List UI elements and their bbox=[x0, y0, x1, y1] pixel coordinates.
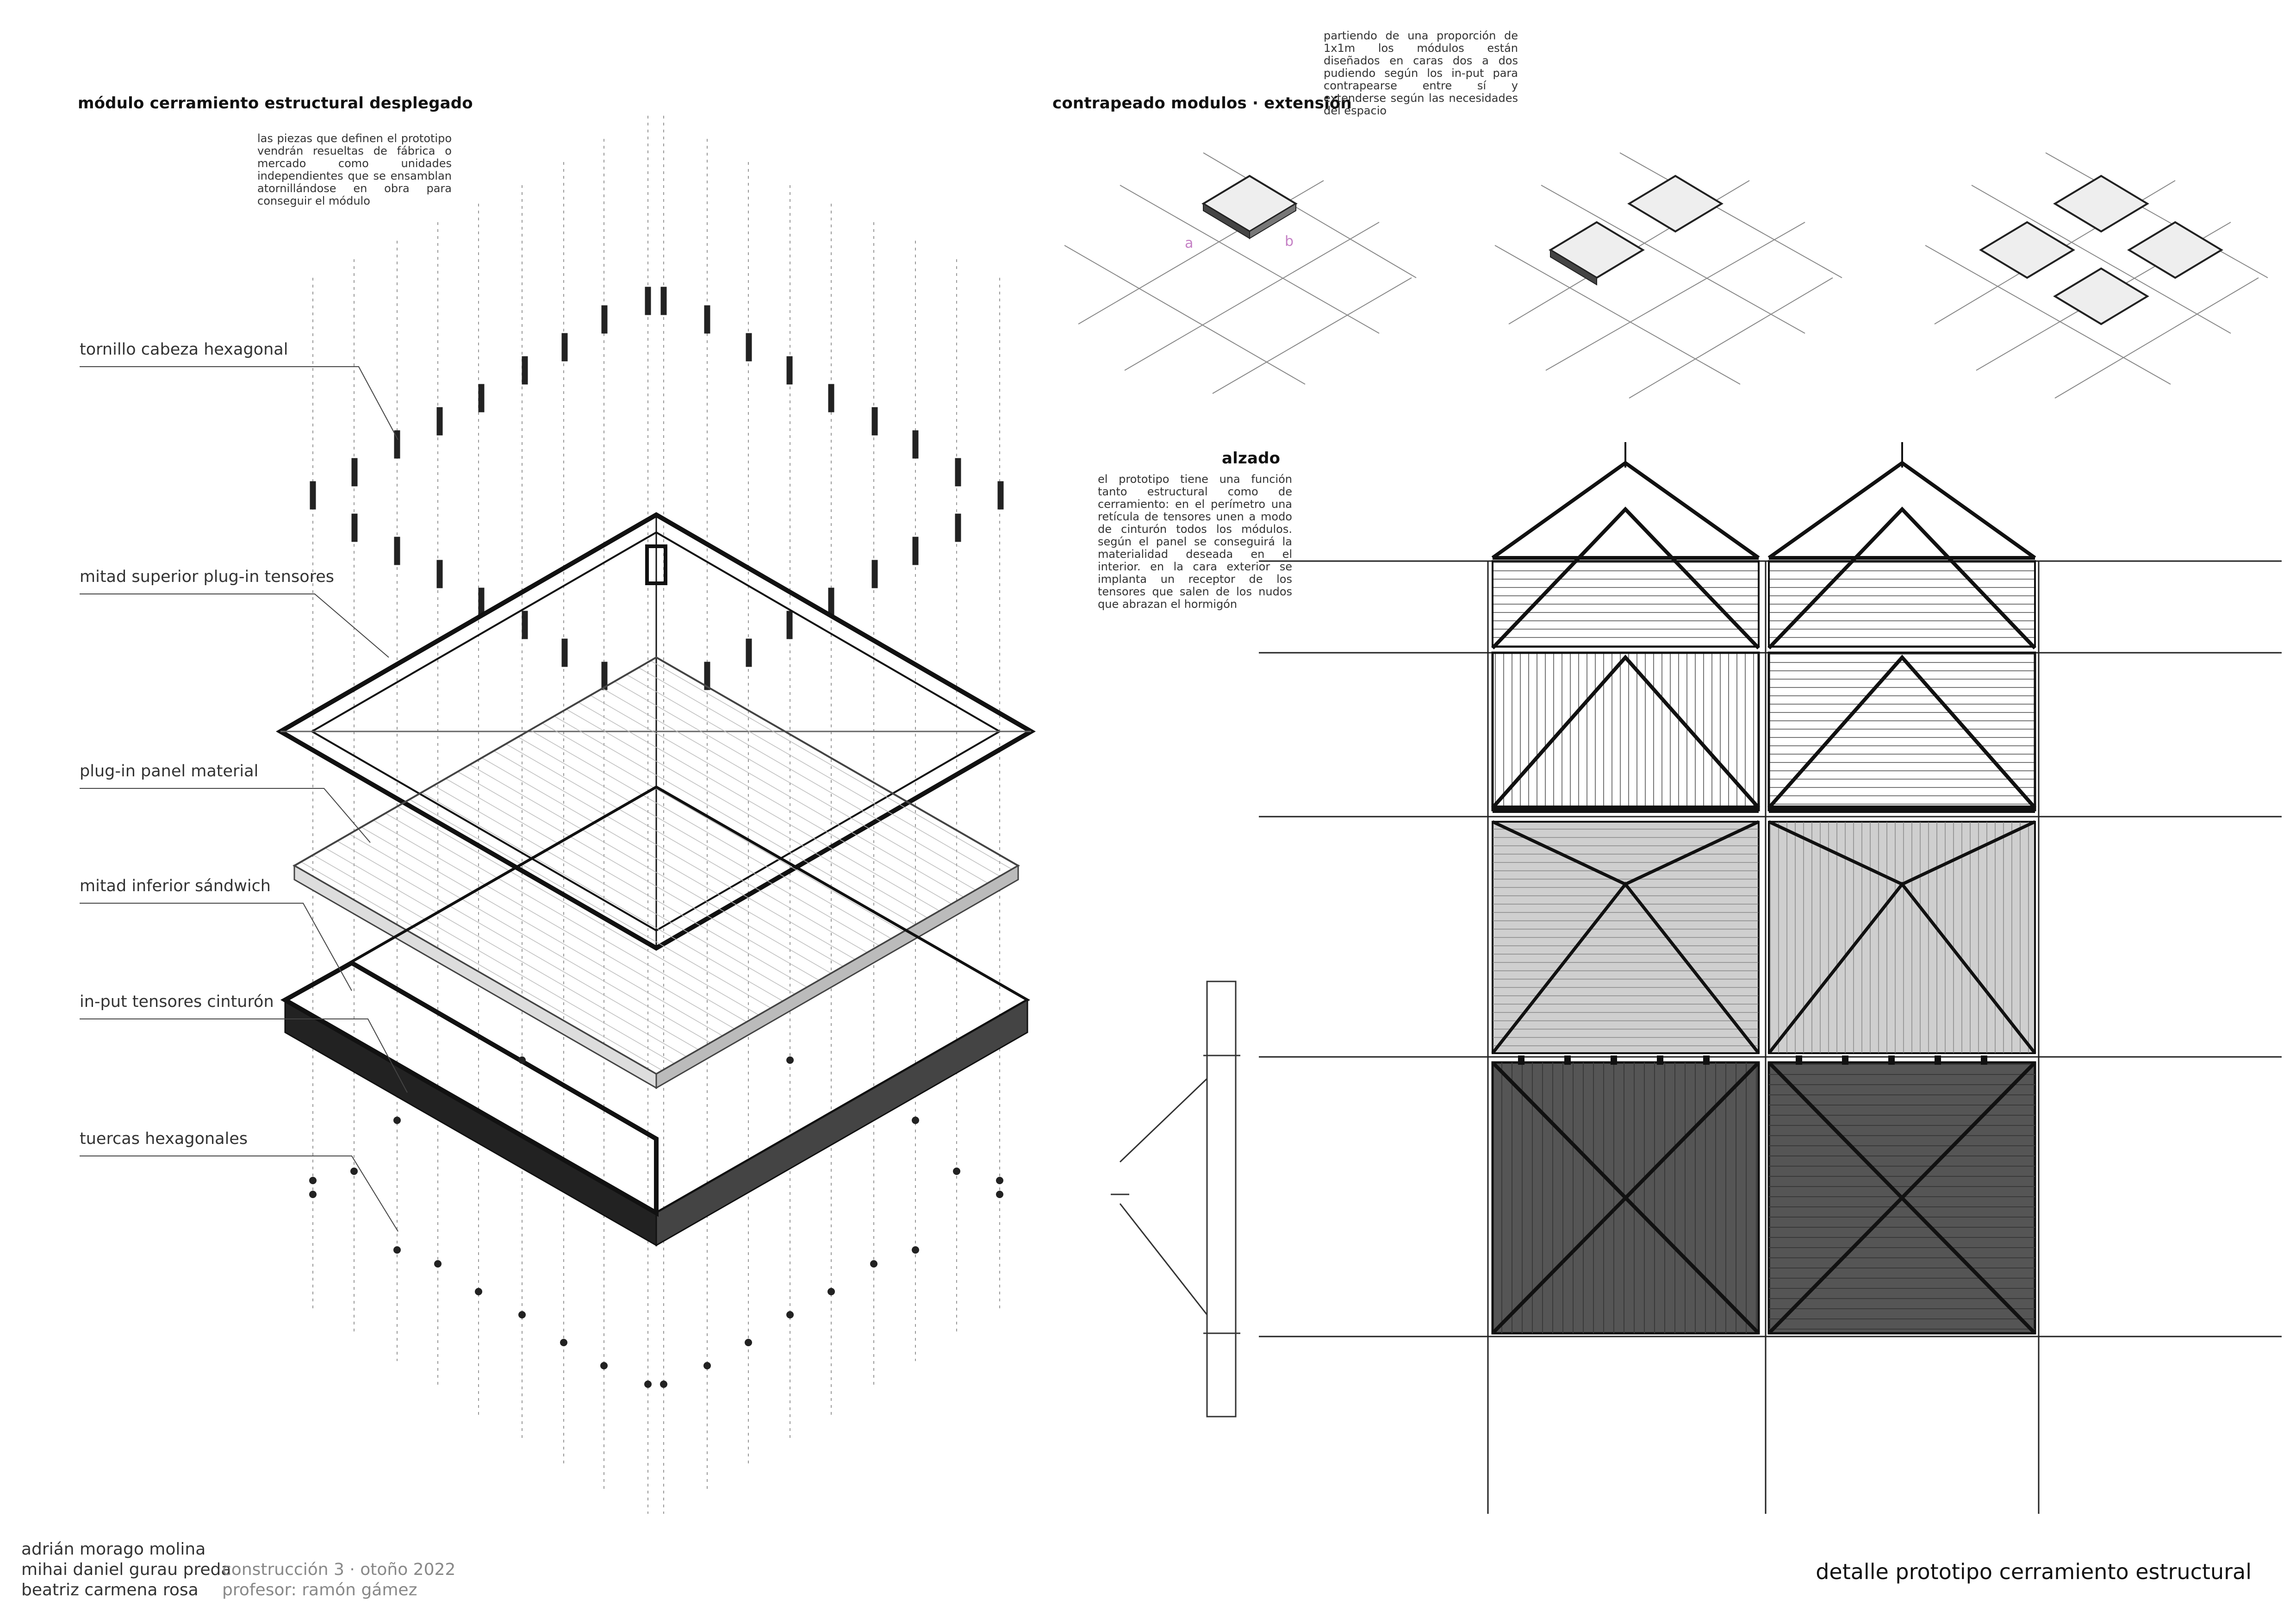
exploded-section-description: las piezas que definen el prototipo vend… bbox=[257, 132, 452, 207]
elevation-drawing bbox=[1111, 442, 2282, 1514]
module-extension-diagrams bbox=[1064, 152, 2268, 399]
extension-section-description: partiendo de una proporción de 1x1m los … bbox=[1324, 29, 1518, 117]
author-1: adrián morago molina bbox=[21, 1540, 206, 1559]
exploded-axonometric bbox=[80, 116, 1036, 1514]
grid-1 bbox=[1064, 152, 1417, 394]
hexagonal-nuts bbox=[309, 1056, 1003, 1388]
label-panel-material: plug-in panel material bbox=[80, 762, 259, 781]
panel-material bbox=[292, 656, 1020, 1089]
author-3: beatriz carmena rosa bbox=[21, 1580, 199, 1599]
lower-frame bbox=[280, 785, 1031, 1247]
label-upper-half: mitad superior plug-in tensores bbox=[80, 568, 335, 586]
exploded-section-title: módulo cerramiento estructural desplegad… bbox=[78, 94, 473, 112]
leader-lines bbox=[80, 366, 408, 1232]
elevation-description: el prototipo tiene una función tanto est… bbox=[1098, 473, 1292, 611]
author-2: mihai daniel gurau preda bbox=[21, 1560, 231, 1579]
grid-3 bbox=[1925, 152, 2268, 399]
sheet-title: detalle prototipo cerramiento estructura… bbox=[1816, 1559, 2252, 1584]
label-belt-tensors: in-put tensores cinturón bbox=[80, 993, 274, 1011]
label-lower-half: mitad inferior sándwich bbox=[80, 877, 271, 895]
bolts bbox=[310, 287, 1004, 690]
label-hex-bolt: tornillo cabeza hexagonal bbox=[80, 340, 288, 359]
grid-2 bbox=[1494, 152, 1842, 399]
elevation-title: alzado bbox=[1222, 449, 1281, 468]
extension-section-title: contrapeado modulos · extensión bbox=[1052, 94, 1352, 112]
marker-b: b bbox=[1285, 233, 1294, 250]
professor-info: profesor: ramón gámez bbox=[222, 1580, 417, 1599]
label-hex-nuts: tuercas hexagonales bbox=[80, 1130, 248, 1148]
course-info: construcción 3 · otoño 2022 bbox=[222, 1560, 456, 1579]
marker-a: a bbox=[1185, 235, 1194, 251]
